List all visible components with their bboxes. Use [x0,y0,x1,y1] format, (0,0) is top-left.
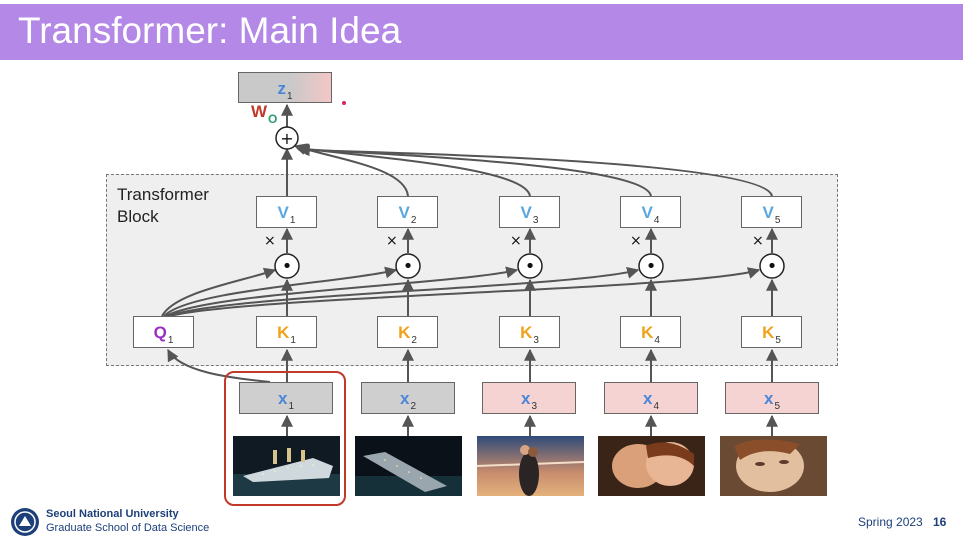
portrait-closeup-image [720,436,827,496]
key-box-3: K3 [499,316,560,348]
input-letter: x [763,389,774,408]
title-banner [0,4,963,60]
query-subscript: 1 [167,335,174,346]
input-subscript: 2 [410,401,417,412]
highlight-frame [224,371,346,506]
page-number: 16 [933,515,947,529]
key-subscript: 2 [411,335,417,346]
value-subscript: 4 [653,215,660,226]
dot-node-5 [759,253,785,279]
times-symbol-5: × [752,233,764,249]
slide-title: Transformer: Main Idea [18,10,402,51]
dot-node-1 [274,253,300,279]
input-subscript: 3 [531,401,538,412]
key-box-1: K1 [256,316,317,348]
value-box-4: V4 [620,196,681,228]
input-box-1: x1 [239,382,333,414]
key-box-5: K5 [741,316,802,348]
ship-at-night-image [233,436,340,496]
input-letter: x [520,389,531,408]
query-letter: Q [153,323,167,342]
value-box-2: V2 [377,196,438,228]
dot-symbol-1: • [282,256,293,277]
sum-symbol: + [280,129,293,148]
input-subscript: 1 [288,401,295,412]
value-box-1: V1 [256,196,317,228]
value-box-5: V5 [741,196,802,228]
footer-school: Graduate School of Data Science [46,522,210,534]
input-box-3: x3 [482,382,576,414]
value-subscript: 5 [774,215,781,226]
dot-symbol-4: • [646,256,657,277]
output-z-letter: z [277,79,286,98]
output-z-box: z1 [238,72,332,103]
key-letter: K [398,323,411,342]
key-letter: K [762,323,775,342]
dot-node-3 [517,253,543,279]
dot-symbol-2: • [403,256,414,277]
dot-node-4 [638,253,664,279]
key-letter: K [641,323,654,342]
value-letter: V [520,203,532,222]
key-letter: K [520,323,533,342]
key-box-4: K4 [620,316,681,348]
value-subscript: 1 [289,215,296,226]
value-letter: V [762,203,774,222]
footer-university: Seoul National University [46,508,179,520]
key-subscript: 4 [654,335,660,346]
university-logo-icon [11,508,39,536]
dot-symbol-3: • [525,256,536,277]
input-subscript: 5 [774,401,781,412]
pointer-dot [342,101,346,105]
output-z-subscript: 1 [286,91,293,102]
couple-embrace-image [598,436,705,496]
sum-node [275,126,299,150]
weight-subscript: O [268,112,278,126]
input-box-5: x5 [725,382,819,414]
transformer-block-label: Transformer Block [117,185,209,226]
input-letter: x [399,389,410,408]
sinking-ship-image [355,436,462,496]
key-box-2: K2 [377,316,438,348]
input-subscript: 4 [653,401,660,412]
times-symbol-4: × [630,233,642,249]
key-subscript: 3 [533,335,539,346]
value-letter: V [277,203,289,222]
ship-bow-couple-image [477,436,584,496]
output-weight-label: WO [251,102,277,126]
times-symbol-2: × [386,233,398,249]
value-letter: V [641,203,653,222]
dot-symbol-5: • [767,256,778,277]
input-letter: x [277,389,288,408]
footer-term: Spring 2023 [858,515,923,529]
weight-letter: W [251,102,268,121]
value-subscript: 2 [410,215,417,226]
times-symbol-1: × [264,233,276,249]
value-box-3: V3 [499,196,560,228]
transformer-block [106,174,838,366]
dot-node-2 [395,253,421,279]
key-subscript: 1 [290,335,296,346]
key-letter: K [277,323,290,342]
value-subscript: 3 [532,215,539,226]
input-box-2: x2 [361,382,455,414]
times-symbol-3: × [510,233,522,249]
input-box-4: x4 [604,382,698,414]
query-box-1: Q1 [133,316,194,348]
key-subscript: 5 [775,335,781,346]
input-letter: x [642,389,653,408]
value-letter: V [398,203,410,222]
